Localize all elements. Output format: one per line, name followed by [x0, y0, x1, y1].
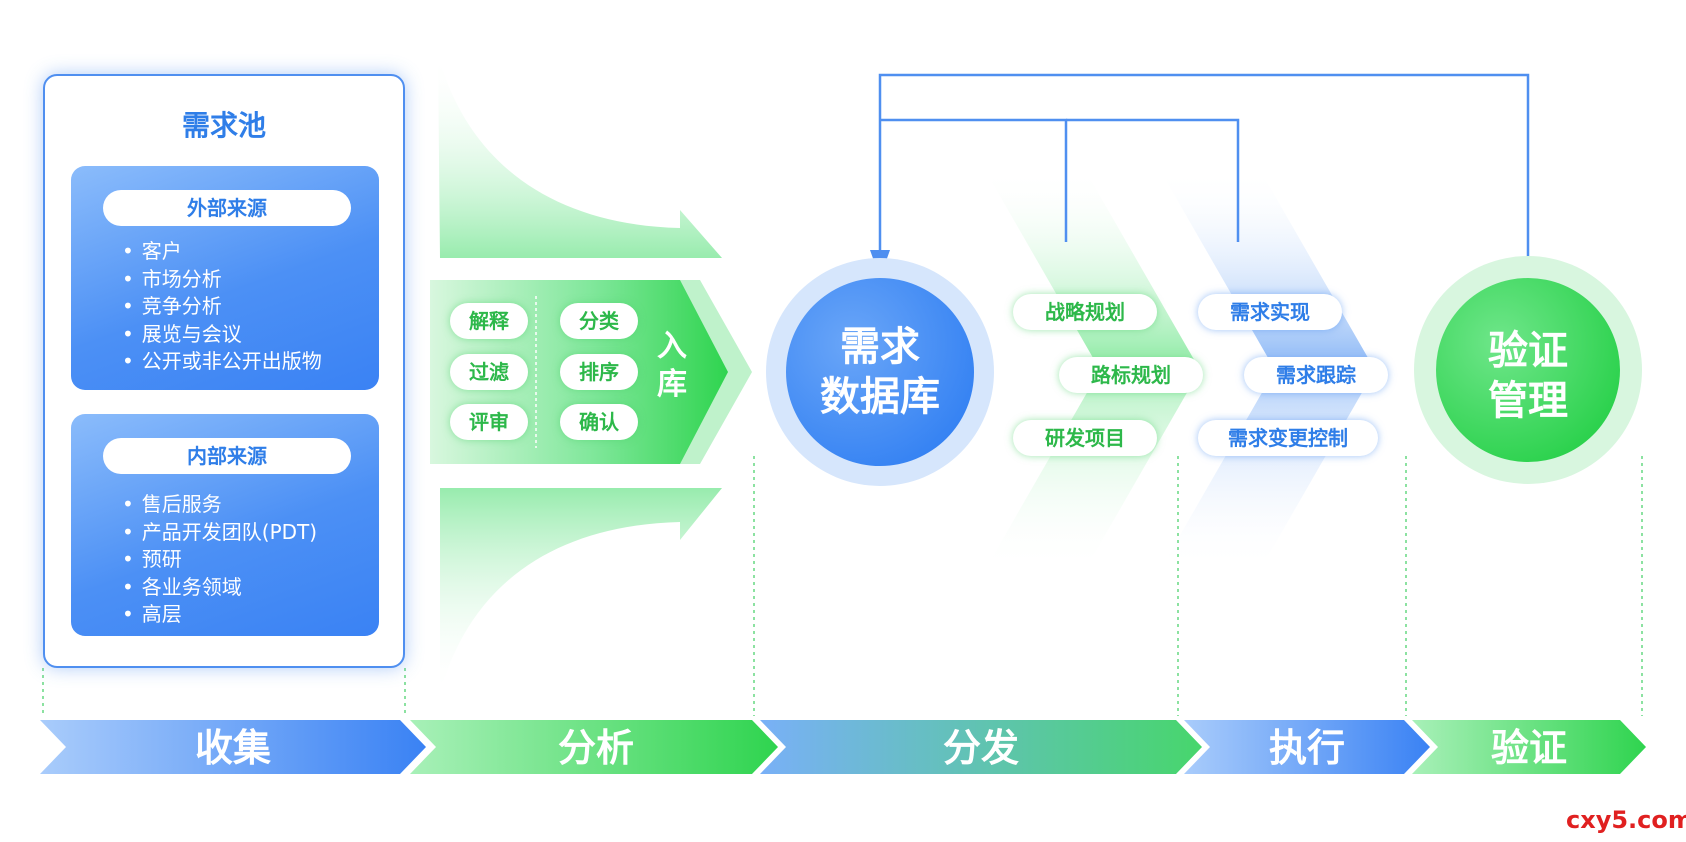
- verify-management-label: 验证 管理: [1428, 326, 1628, 426]
- distribute-strategy-planning: 战略规划: [1013, 294, 1157, 330]
- step-interpret: 解释: [450, 303, 528, 339]
- database-label-line1: 需求: [840, 324, 920, 370]
- step-prioritize: 排序: [560, 354, 638, 390]
- feedback-line-verify: [878, 73, 1530, 268]
- watermark: cxy5.com: [1566, 806, 1686, 834]
- stage-arrow-collect: [40, 720, 426, 774]
- verify-label-line2: 管理: [1488, 378, 1568, 424]
- database-label: 需求 数据库: [770, 322, 990, 422]
- list-item: 售后服务: [122, 491, 317, 519]
- stage-distribute: 分发: [942, 726, 1019, 770]
- list-item: 市场分析: [122, 266, 322, 294]
- stage-arrow-analyze: [410, 720, 778, 774]
- stage-analyze: 分析: [557, 726, 634, 770]
- stage-execute: 执行: [1268, 726, 1345, 770]
- store-label: 入库: [657, 329, 687, 402]
- list-item: 竞争分析: [122, 293, 322, 321]
- requirement-pool-title: 需求池: [181, 109, 266, 142]
- database-label-line2: 数据库: [820, 374, 940, 420]
- verify-circle: [1436, 278, 1620, 462]
- external-sources-list: 客户 市场分析 竞争分析 展览与会议 公开或非公开出版物: [122, 238, 322, 376]
- verify-label-line1: 验证: [1488, 328, 1568, 374]
- stage-collect: 收集: [194, 726, 271, 770]
- stage-arrow-verify: [1412, 720, 1646, 774]
- feedback-line-execute: [1066, 118, 1240, 242]
- distribute-roadmap-planning: 路标规划: [1059, 357, 1203, 393]
- analysis-arrow-shadow: [660, 280, 752, 464]
- list-item: 公开或非公开出版物: [122, 348, 322, 376]
- distribute-rd-project: 研发项目: [1013, 420, 1157, 456]
- execute-change-control: 需求变更控制: [1198, 420, 1378, 456]
- execute-implementation: 需求实现: [1198, 294, 1342, 330]
- list-item: 高层: [122, 601, 317, 629]
- stage-separators: [42, 456, 1643, 716]
- step-confirm: 确认: [560, 404, 638, 440]
- database-circle: [786, 278, 974, 466]
- step-filter: 过滤: [450, 354, 528, 390]
- stage-arrow-execute: [1184, 720, 1430, 774]
- list-item: 产品开发团队(PDT): [122, 519, 317, 547]
- upper-curved-arrow: [438, 55, 722, 258]
- list-item: 客户: [122, 238, 322, 266]
- step-classify: 分类: [560, 303, 638, 339]
- stage-arrow-distribute: [760, 720, 1202, 774]
- lower-curved-arrow: [440, 488, 722, 694]
- execute-tracking: 需求跟踪: [1244, 357, 1388, 393]
- internal-sources-heading: 内部来源: [103, 438, 351, 474]
- external-sources-heading: 外部来源: [103, 190, 351, 226]
- stage-verify: 验证: [1490, 726, 1567, 770]
- list-item: 各业务领域: [122, 574, 317, 602]
- step-review: 评审: [450, 404, 528, 440]
- list-item: 展览与会议: [122, 321, 322, 349]
- internal-sources-list: 售后服务 产品开发团队(PDT) 预研 各业务领域 高层: [122, 491, 317, 629]
- list-item: 预研: [122, 546, 317, 574]
